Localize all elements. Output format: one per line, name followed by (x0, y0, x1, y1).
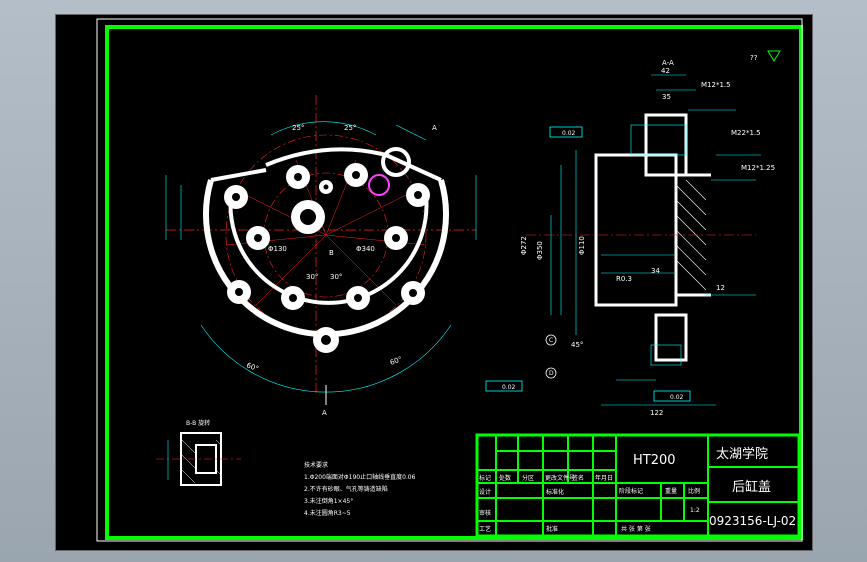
label-angle-60b: 60° (389, 355, 403, 367)
boss-outline (381, 147, 411, 177)
dim-r03: R0.3 (616, 275, 632, 283)
gdt-tol-2: 0.02 (502, 384, 516, 391)
label-angle-30a: 30° (306, 273, 318, 281)
label-angle-25b: 25° (344, 124, 356, 132)
notes-title: 技术要求 (304, 461, 328, 469)
cell-doc-no: 更改文件号 (545, 474, 575, 482)
label-angle-60a: 60° (245, 361, 259, 373)
gdt-frame-2 (485, 380, 523, 392)
label-a-top: A (432, 124, 437, 132)
part-name: 后缸盖 (732, 479, 771, 495)
roughness-symbol: ?? (750, 54, 758, 62)
flange-top-left (210, 168, 267, 182)
title-block[interactable]: HT200 太湖学院 后缸盖 0923156-LJ-02 标记 处数 分区 更改… (475, 433, 801, 538)
flange-top-right (385, 153, 442, 182)
roughness-mark (767, 50, 781, 62)
note-3: 3.未注倒角1×45° (304, 497, 353, 505)
note-1: 1.Φ200端面对Φ190止口轴线垂直度0.06 (304, 473, 416, 481)
cell-mark: 标记 (479, 474, 491, 482)
flange-inner-contour (228, 194, 429, 305)
drawing-sheet[interactable]: 25° 25° 30° 30° 60° 60° Φ130 Φ340 A A B … (55, 14, 813, 551)
label-phi-bolt: Φ340 (356, 245, 375, 253)
note-2: 2.不许有砂眼、气孔等铸造缺陷 (304, 485, 388, 493)
title-block-frame (475, 433, 801, 538)
drawing-canvas[interactable]: 25° 25° 30° 30° 60° 60° Φ130 Φ340 A A B … (56, 15, 812, 550)
dim-122: 122 (650, 409, 663, 417)
bb-hatching (181, 439, 221, 484)
dim-phi110: Φ110 (578, 236, 586, 255)
cell-zone: 分区 (522, 474, 534, 482)
tapped-hole (368, 174, 390, 196)
dim-phi272: Φ272 (520, 236, 528, 255)
section-hatching (675, 179, 707, 291)
radial-lines (225, 159, 427, 306)
cell-date: 年月日 (595, 474, 613, 482)
cell-review: 审核 (479, 509, 491, 517)
dim-12: 12 (716, 284, 725, 292)
boss-dim-line (395, 124, 427, 141)
label-angle-30b: 30° (330, 273, 342, 281)
label-b: B (329, 249, 334, 257)
cell-stage-mark: 阶段标记 (619, 487, 643, 495)
school-name: 太湖学院 (716, 446, 768, 462)
datum-d-label: D (549, 370, 554, 377)
gdt-tol-1: 0.02 (562, 130, 576, 137)
drawing-number: 0923156-LJ-02 (709, 514, 796, 528)
cell-scale: 比例 (688, 487, 700, 495)
inner-border (96, 18, 803, 542)
gdt-tol-3: 0.02 (670, 394, 684, 401)
cell-sheets: 共 张 第 张 (621, 525, 651, 533)
bolt-holes (224, 163, 430, 353)
dim-m22: M22*1.5 (731, 129, 761, 137)
section-view-aa[interactable]: A-A ?? (485, 50, 781, 417)
cell-sign: 签名 (572, 474, 584, 482)
material-value: HT200 (633, 453, 676, 468)
cell-process: 工艺 (479, 525, 491, 533)
cell-standard: 标准化 (546, 488, 564, 496)
dim-m12a: M12*1.5 (701, 81, 731, 89)
cell-count: 处数 (499, 474, 511, 482)
label-phi-center: Φ130 (268, 245, 287, 253)
dim-35: 35 (662, 93, 671, 101)
datum-c (545, 334, 557, 346)
gdt-frame-1 (549, 126, 583, 138)
section-outline (594, 113, 711, 362)
datum-c-label: C (549, 337, 553, 344)
dim-45: 45° (571, 341, 583, 349)
section-dimension-lines (550, 74, 761, 406)
section-label-bb: B-B 旋转 (186, 419, 210, 427)
dim-phi350: Φ350 (536, 241, 544, 260)
section-label: A-A (662, 59, 674, 67)
cell-weight: 重量 (665, 487, 677, 495)
title-block-grid (477, 435, 799, 536)
cell-design: 设计 (479, 488, 491, 496)
datum-d (545, 367, 557, 379)
label-a-bottom: A (322, 409, 327, 417)
cell-scale-value: 1:2 (690, 507, 700, 514)
detail-bb[interactable]: B-B 旋转 (156, 419, 241, 486)
dim-42: 42 (661, 67, 670, 75)
dim-arc-25 (270, 121, 377, 136)
technical-notes: 技术要求 1.Φ200端面对Φ190止口轴线垂直度0.06 2.不许有砂眼、气孔… (304, 461, 416, 517)
outer-frame (105, 25, 803, 540)
note-4: 4.未注圆角R3~5 (304, 509, 351, 517)
dim-34: 34 (651, 267, 660, 275)
label-angle-25a: 25° (292, 124, 304, 132)
cell-approve: 批准 (546, 525, 558, 533)
flange-top-contour (265, 147, 387, 167)
gdt-frame-3 (653, 390, 691, 402)
front-view[interactable]: 25° 25° 30° 30° 60° 60° Φ130 Φ340 A A B (165, 95, 477, 417)
dim-m12b: M12*1.25 (741, 164, 775, 172)
